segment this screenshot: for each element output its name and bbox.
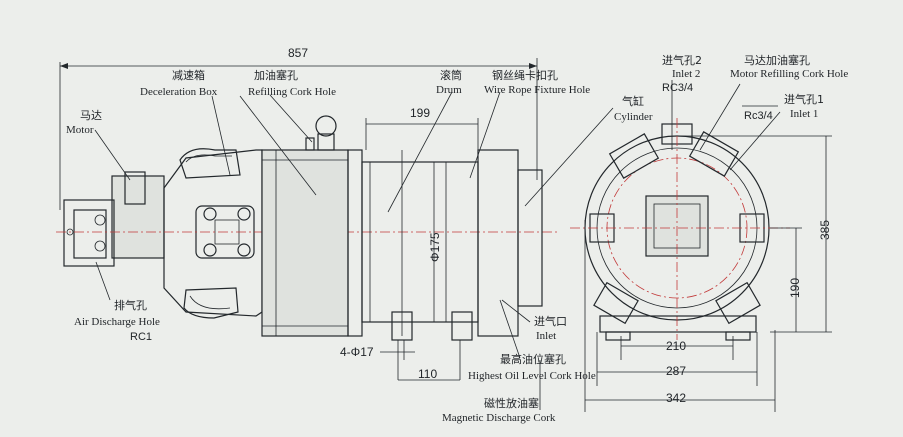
dim-4-17: 4-Φ17 bbox=[340, 345, 374, 359]
label-refill-en: Refilling Cork Hole bbox=[248, 86, 336, 98]
end-view bbox=[570, 118, 790, 341]
dim-857: 857 bbox=[288, 46, 309, 60]
label-wire-cn: 钢丝绳卡扣孔 bbox=[492, 69, 558, 82]
dim-175: Φ175 bbox=[428, 232, 442, 262]
label-decel-en: Deceleration Box bbox=[140, 86, 218, 98]
label-rc-disc: RC1 bbox=[130, 331, 153, 343]
dim-199: 199 bbox=[410, 106, 431, 120]
label-drum-en: Drum bbox=[436, 84, 462, 96]
label-magnetic-cn: 磁性放油塞 bbox=[484, 397, 539, 410]
label-highest-cn: 最高油位塞孔 bbox=[500, 353, 566, 366]
label-highest-en: Highest Oil Level Cork Hole bbox=[468, 370, 596, 382]
dim-110: 110 bbox=[418, 367, 438, 381]
dim-199-line bbox=[365, 118, 479, 150]
dim-190: 190 bbox=[788, 277, 802, 298]
label-cylinder-en: Cylinder bbox=[614, 111, 653, 123]
label-decel-cn: 减速箱 bbox=[172, 69, 205, 82]
drum-body bbox=[347, 149, 543, 337]
label-inlet1-en: Inlet 1 bbox=[790, 108, 819, 120]
label-wire-en: Wire Rope Fixture Hole bbox=[484, 84, 591, 96]
dim-342: 342 bbox=[666, 391, 687, 405]
label-inlet2-cn: 进气孔2 bbox=[662, 54, 702, 67]
deceleration-box bbox=[163, 148, 263, 319]
label-rc34-right: Rc3/4 bbox=[744, 110, 773, 122]
label-motor-refill-cn: 马达加油塞孔 bbox=[744, 54, 810, 67]
end-dims bbox=[584, 80, 832, 412]
label-cylinder-cn: 气缸 bbox=[622, 95, 644, 108]
dim-210: 210 bbox=[666, 339, 687, 353]
label-inlet1-cn: 进气孔1 bbox=[784, 93, 824, 106]
label-inlet-en: Inlet bbox=[536, 330, 557, 342]
dim-287: 287 bbox=[666, 364, 687, 378]
housing-body bbox=[261, 115, 349, 337]
label-rc34-top: RC3/4 bbox=[662, 82, 694, 94]
label-motor-en: Motor bbox=[66, 124, 94, 136]
base-feet bbox=[380, 311, 473, 381]
label-magnetic-en: Magnetic Discharge Cork bbox=[442, 412, 556, 424]
label-motor-cn: 马达 bbox=[80, 109, 102, 122]
label-motor-refill-en: Motor Refilling Cork Hole bbox=[730, 68, 849, 80]
label-discharge-en: Air Discharge Hole bbox=[74, 316, 160, 328]
dim-857-line bbox=[59, 58, 538, 210]
label-refill-cn: 加油塞孔 bbox=[254, 69, 298, 82]
label-inlet-cn: 进气口 bbox=[534, 315, 567, 328]
label-drum-cn: 滚筒 bbox=[440, 69, 462, 82]
dim-385: 385 bbox=[818, 219, 832, 240]
label-discharge-cn: 排气孔 bbox=[114, 299, 147, 312]
label-inlet2-en: Inlet 2 bbox=[672, 68, 701, 80]
motor-body bbox=[63, 171, 165, 267]
side-leaders bbox=[94, 91, 614, 410]
